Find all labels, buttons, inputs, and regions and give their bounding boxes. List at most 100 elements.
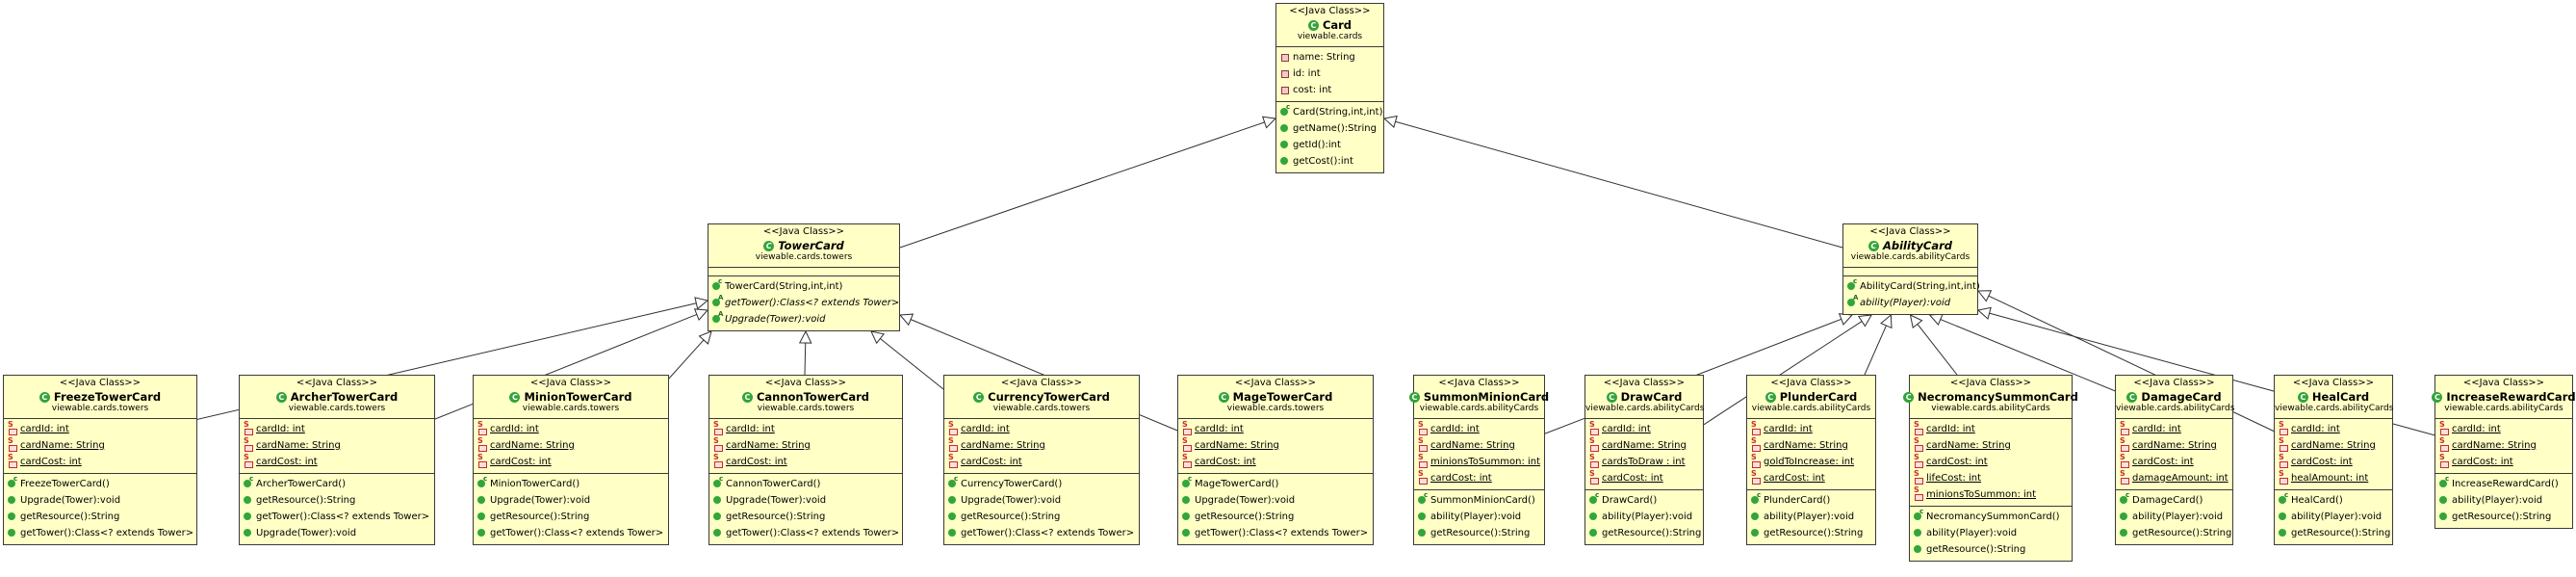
- attribute-text: id: int: [1293, 67, 1321, 79]
- operation-text: CannonTowerCard(): [726, 478, 821, 489]
- operations-compartment: ArcherTowerCard()getResource():Stringget…: [240, 473, 434, 544]
- operation-text: getTower():Class<? extends Tower>: [726, 527, 900, 538]
- static-final-field-icon: [1589, 454, 1599, 468]
- static-final-field-icon: [1751, 437, 1761, 452]
- static-final-field-icon: [1182, 454, 1192, 468]
- static-final-field-icon: [244, 454, 253, 468]
- operation-row: getName():String: [1276, 120, 1383, 137]
- attribute-row: cardId: int: [474, 421, 668, 437]
- attribute-row: cardName: String: [1414, 437, 1544, 454]
- private-field-icon: [1280, 85, 1290, 95]
- attribute-row: cardId: int: [1414, 421, 1544, 437]
- attribute-text: cardCost: int: [2291, 456, 2353, 467]
- stereotype-label: <<Java Class>>: [2292, 378, 2375, 388]
- attribute-text: name: String: [1293, 51, 1355, 63]
- operations-compartment: FreezeTowerCard()Upgrade(Tower):voidgetR…: [4, 473, 196, 544]
- attribute-row: cardCost: int: [2435, 454, 2572, 470]
- attribute-text: cardName: String: [961, 439, 1045, 451]
- constructor-icon: [1589, 492, 1599, 506]
- stereotype-label: <<Java Class>>: [1770, 378, 1852, 388]
- abstract-method-icon: [712, 295, 723, 308]
- inheritance-arrowhead: [1857, 314, 1873, 328]
- constructor-icon: [244, 476, 253, 489]
- attribute-text: cardName: String: [726, 439, 811, 451]
- class-icon: C: [39, 392, 50, 403]
- operation-text: CurrencyTowerCard(): [961, 478, 1063, 489]
- operation-row: getResource():String: [2435, 509, 2572, 525]
- attribute-text: cardId: int: [256, 423, 305, 434]
- generalization-line: [1940, 319, 2135, 400]
- operation-text: getTower():Class<? extends Tower>: [490, 527, 664, 538]
- operation-row: ability(Player):void: [1910, 525, 2072, 541]
- operation-row: getResource():String: [240, 492, 434, 509]
- operation-text: getCost():int: [1293, 155, 1353, 167]
- operation-row: getResource():String: [474, 509, 668, 525]
- constructor-icon: [1914, 509, 1923, 522]
- public-method-icon: [1280, 156, 1290, 167]
- class-name-text: NecromancySummonCard: [1918, 389, 2078, 404]
- attribute-text: cardName: String: [1602, 439, 1687, 451]
- operation-text: ability(Player):void: [1860, 297, 1951, 308]
- operation-row: getTower():Class<? extends Tower>: [4, 525, 196, 541]
- public-method-icon: [244, 528, 253, 538]
- operation-text: getTower():Class<? extends Tower>: [20, 527, 194, 538]
- operation-text: Upgrade(Tower):void: [256, 527, 357, 538]
- package-label: viewable.cards.abilityCards: [1751, 404, 1871, 413]
- operation-text: NecromancySummonCard(): [1926, 511, 2060, 522]
- attribute-text: minionsToSummon: int: [1430, 456, 1541, 467]
- static-final-field-icon: [1751, 454, 1761, 468]
- attribute-text: cardCost: int: [1195, 456, 1256, 467]
- operation-row: getResource():String: [2116, 525, 2232, 541]
- attribute-row: cardName: String: [1910, 437, 2072, 454]
- static-final-field-icon: [2439, 437, 2449, 452]
- operation-row: Upgrade(Tower):void: [4, 492, 196, 509]
- operation-text: getResource():String: [490, 511, 590, 522]
- class-icon: C: [2297, 392, 2308, 403]
- class-name-text: MinionTowerCard: [524, 389, 632, 404]
- static-final-field-icon: [1418, 437, 1428, 452]
- abstract-method-icon: [712, 311, 723, 325]
- operation-text: ability(Player):void: [1430, 511, 1522, 522]
- generalization-line: [1917, 324, 1958, 376]
- attribute-row: cardName: String: [1178, 437, 1373, 454]
- static-final-field-icon: [8, 437, 17, 452]
- operation-row: NecromancySummonCard(): [1910, 509, 2072, 525]
- inheritance-arrowhead: [694, 297, 709, 310]
- stereotype-label: <<Java Class>>: [1000, 378, 1083, 388]
- operations-compartment: Card(String,int,int)getName():StringgetI…: [1276, 101, 1383, 172]
- class-name-text: SummonMinionCard: [1423, 389, 1550, 404]
- package-label: viewable.cards.towers: [288, 404, 386, 413]
- attribute-row: cost: int: [1276, 82, 1383, 98]
- constructor-icon: [477, 476, 487, 489]
- attribute-text: minionsToSummon: int: [1926, 488, 2037, 500]
- operations-compartment: IncreaseRewardCard()ability(Player):void…: [2435, 473, 2572, 528]
- attribute-row: cardsToDraw : int: [1585, 454, 1703, 470]
- operation-row: MageTowerCard(): [1178, 476, 1373, 492]
- public-method-icon: [1914, 544, 1923, 555]
- class-icon: C: [741, 392, 753, 403]
- static-final-field-icon: [2120, 421, 2129, 435]
